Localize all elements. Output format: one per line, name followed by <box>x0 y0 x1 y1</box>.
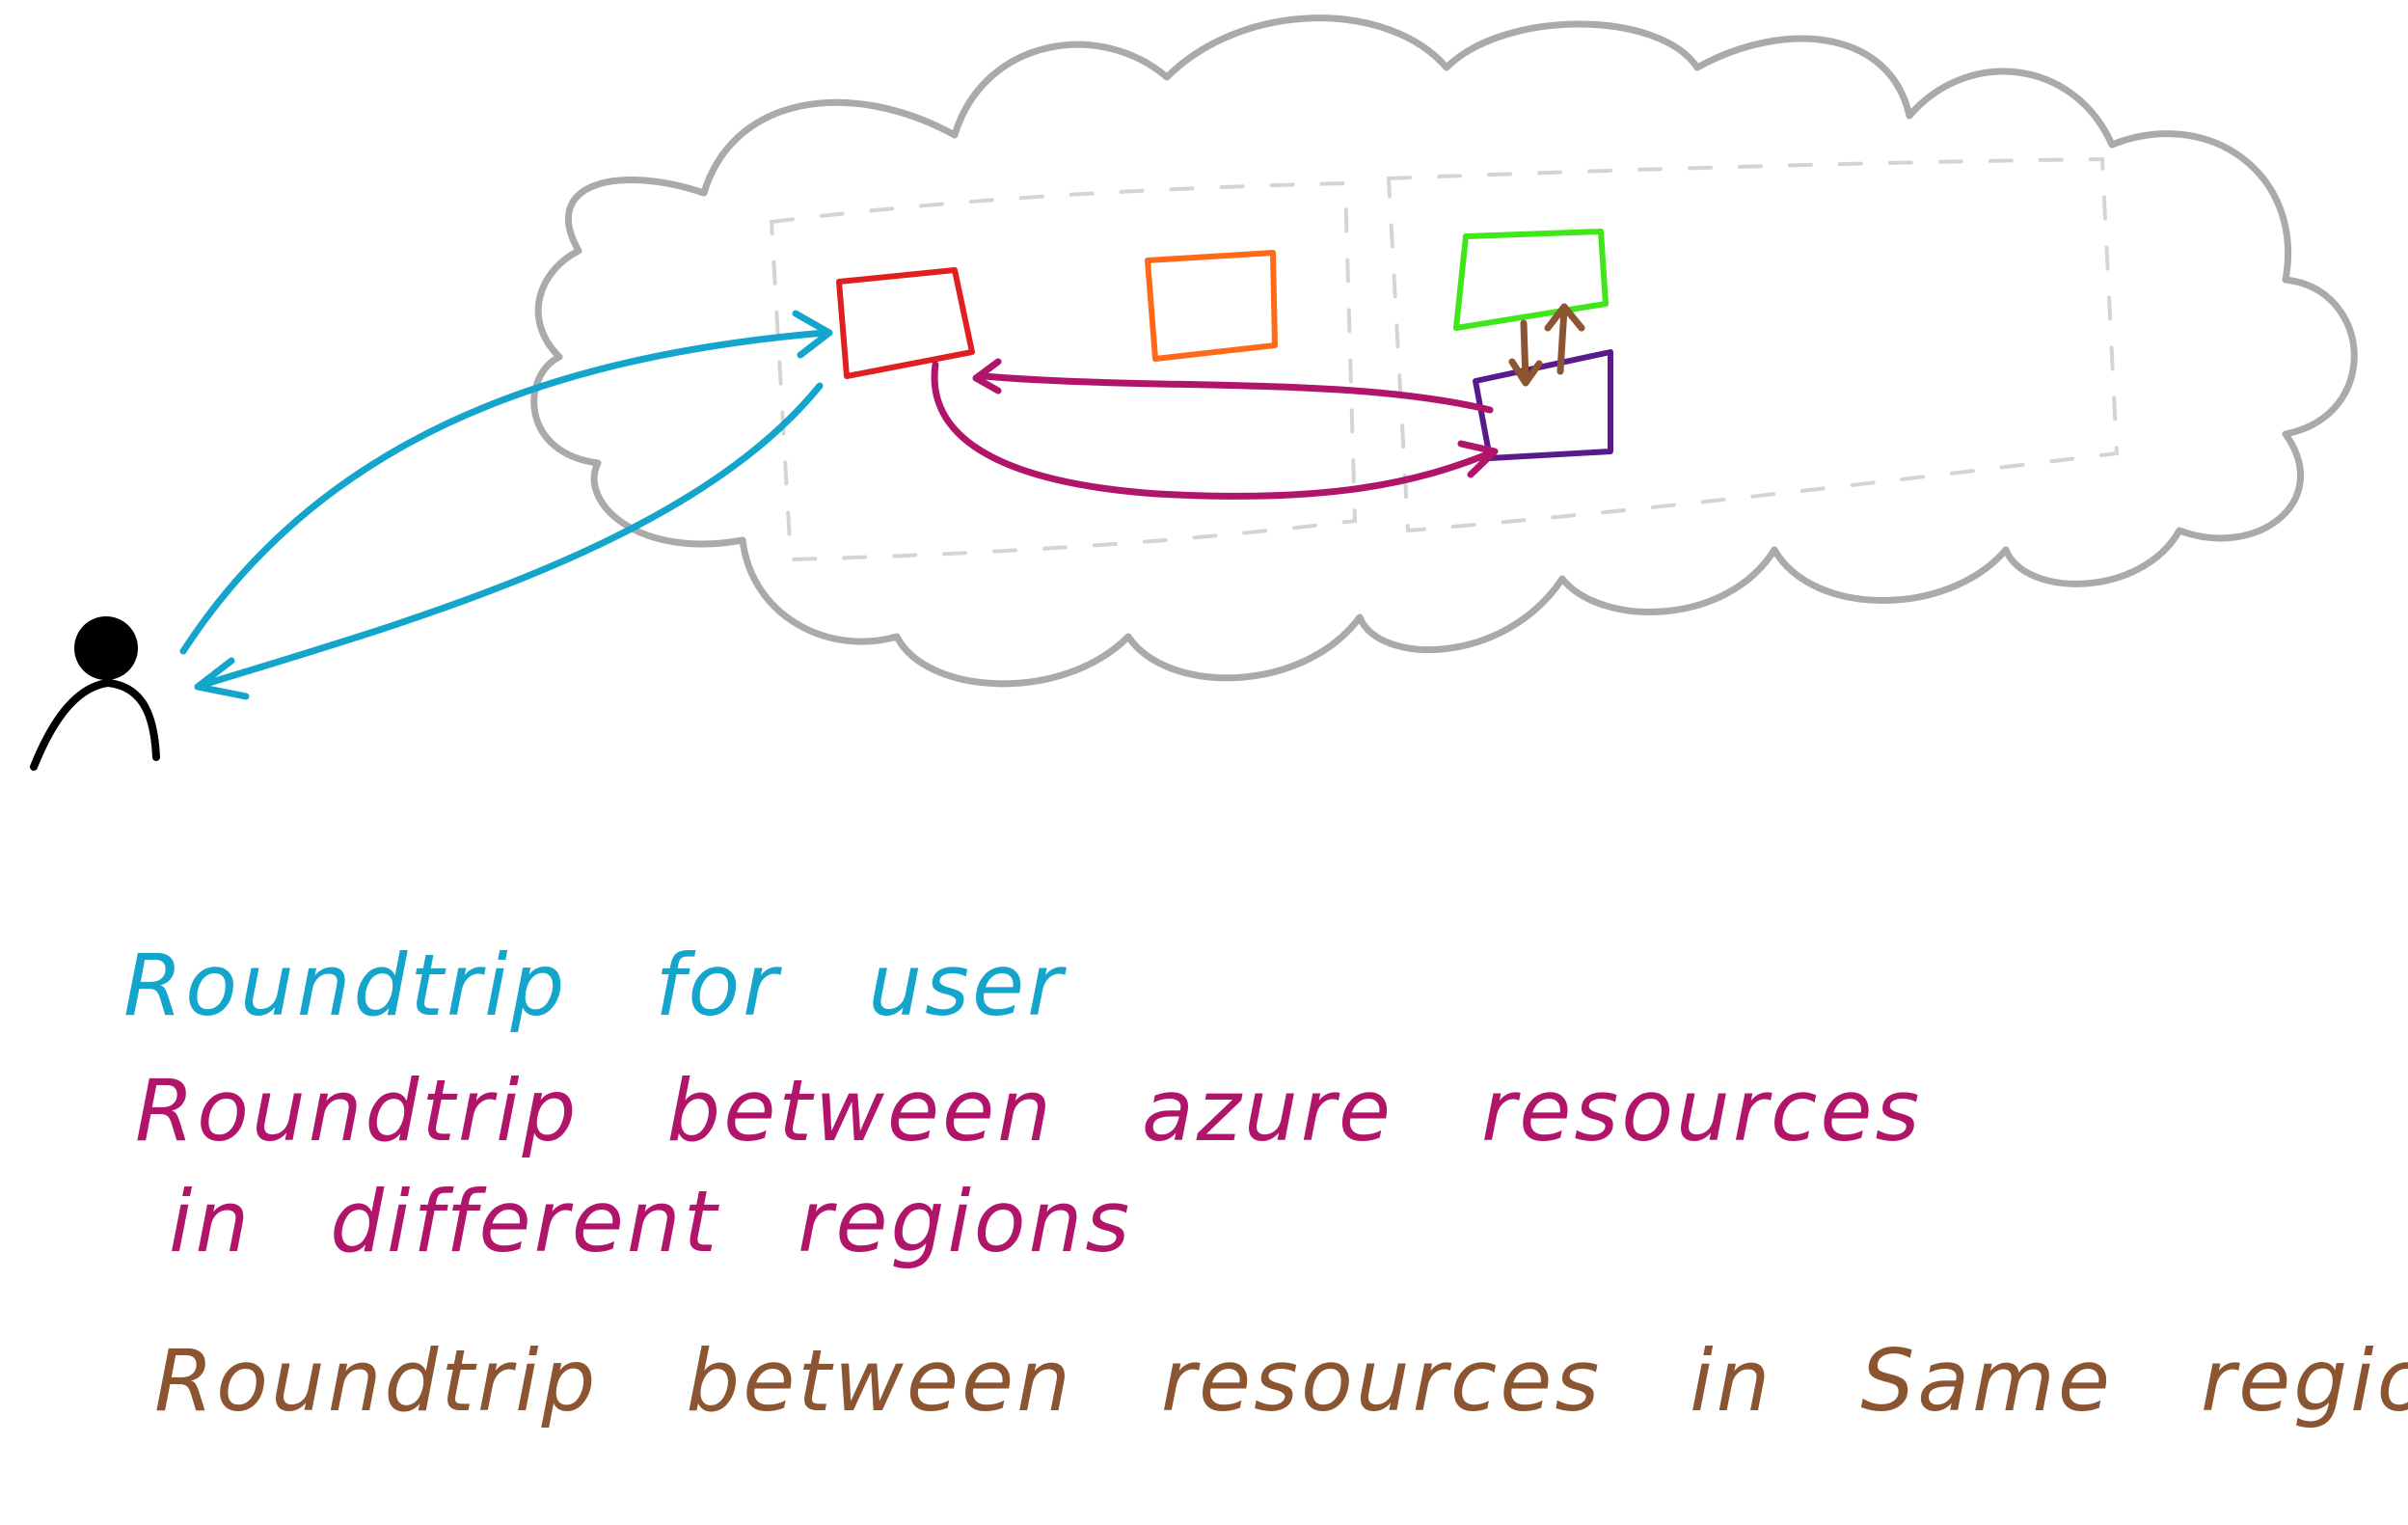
same-region-up-arrow <box>1544 303 1585 375</box>
legend-cross-region-line2: in different regions <box>169 1172 1133 1271</box>
user-to-resource-arrowhead <box>792 310 833 359</box>
user-roundtrip-arrows <box>179 310 833 700</box>
region-boundary-left <box>769 180 1358 562</box>
legend-cross-region-line1: Roundtrip between azure resources <box>135 1061 1923 1160</box>
legend-user-roundtrip: Roundtrip for user <box>123 936 1066 1035</box>
resource-red <box>836 267 975 379</box>
user-figure <box>30 616 160 771</box>
resource-purple <box>1473 349 1613 461</box>
region-boundary-right <box>1386 156 2120 533</box>
resource-green <box>1453 229 1609 331</box>
cross-region-outbound-arrowhead <box>1457 440 1499 478</box>
user-head <box>74 616 138 680</box>
cross-region-return-arrowhead <box>972 358 1002 395</box>
resource-to-user-arrowhead <box>194 657 250 700</box>
cloud-outline <box>530 14 2358 688</box>
same-region-down-arrow <box>1508 319 1543 387</box>
same-region-roundtrip-arrows <box>1508 303 1585 387</box>
resource-orange <box>1145 250 1278 362</box>
user-to-resource-arrow <box>179 329 828 655</box>
cross-region-outbound-arrow <box>931 361 1494 500</box>
legend-same-region: Roundtrip between resources in Same regi… <box>154 1331 2408 1430</box>
user-body <box>30 678 160 771</box>
cross-region-return-arrow <box>980 372 1494 414</box>
cross-region-roundtrip-arrows <box>931 358 1499 500</box>
resource-to-user-arrow <box>199 382 824 689</box>
